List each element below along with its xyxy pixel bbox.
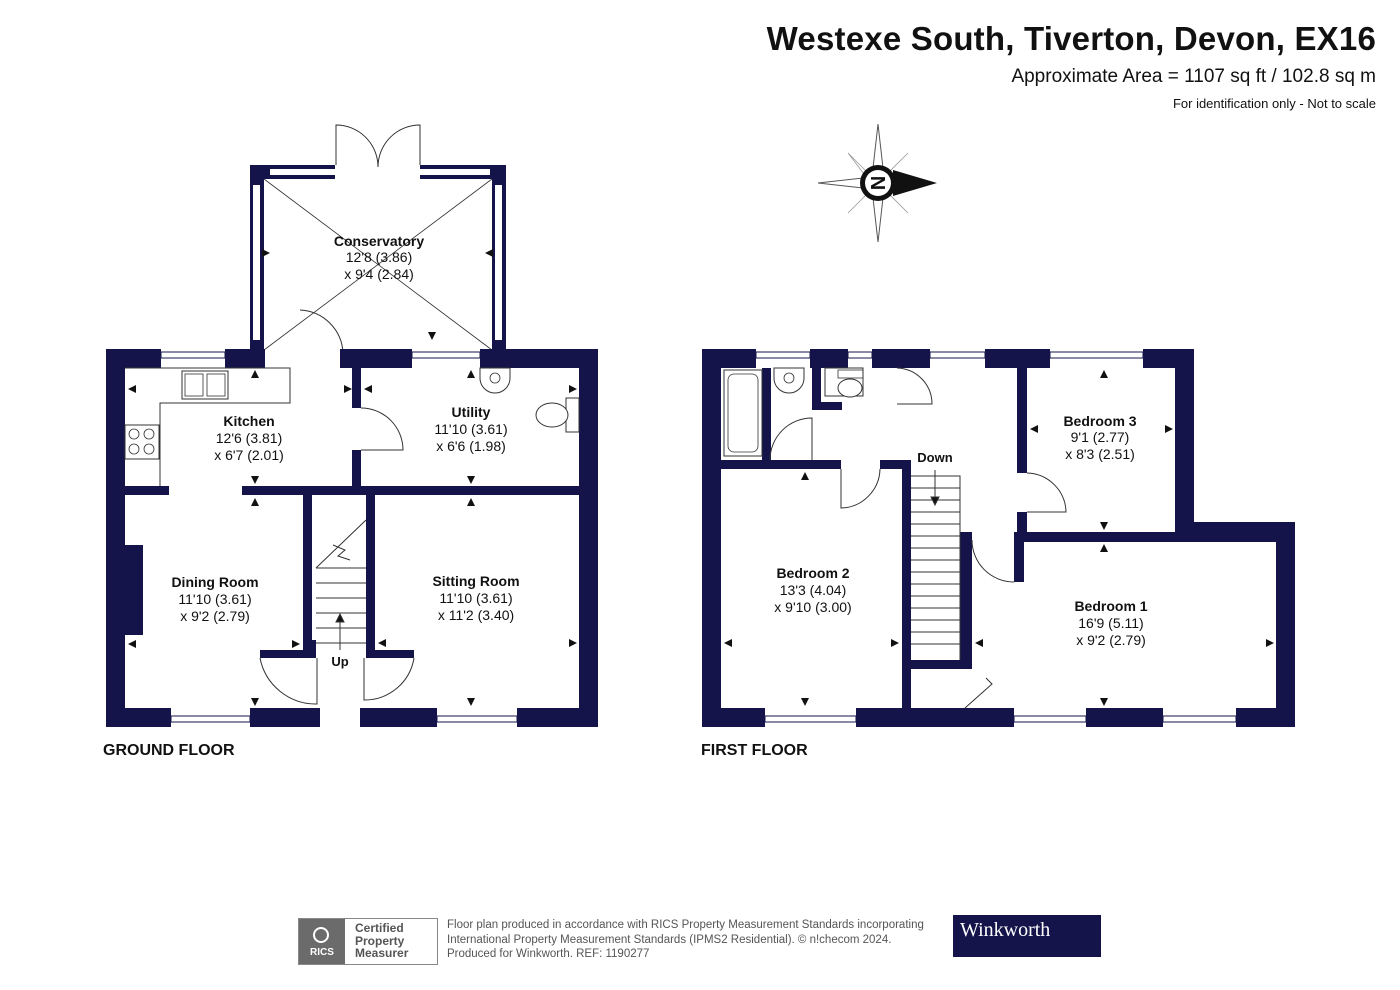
bedroom-2-label: Bedroom 2 — [776, 565, 849, 581]
dining-room-dim2: x 9'2 (2.79) — [180, 608, 250, 624]
rics-logo: RICS — [299, 919, 345, 964]
compass-icon: N — [817, 123, 937, 243]
footer-line-2: International Property Measurement Stand… — [447, 933, 892, 946]
utility-dim2: x 6'6 (1.98) — [436, 438, 506, 454]
ground-floor-plan — [106, 124, 598, 727]
rics-line-3: Measurer — [355, 946, 409, 960]
bedroom-1-dim2: x 9'2 (2.79) — [1076, 632, 1146, 648]
bedroom-2-dim1: 13'3 (4.04) — [780, 582, 847, 598]
bedroom-1-label: Bedroom 1 — [1074, 598, 1147, 614]
bedroom-3-label: Bedroom 3 — [1063, 413, 1136, 429]
rics-logo-text: RICS — [310, 947, 334, 958]
rics-badge: RICS Certified Property Measurer — [298, 918, 438, 965]
dining-room-dim1: 11'10 (3.61) — [178, 591, 251, 607]
rics-line-1: Certified — [355, 921, 404, 935]
rics-line-2: Property — [355, 933, 405, 948]
kitchen-label: Kitchen — [223, 413, 274, 429]
conservatory-dim1: 12'8 (3.86) — [346, 249, 413, 265]
utility-dim1: 11'10 (3.61) — [434, 421, 507, 437]
dimension-arrows — [128, 249, 1274, 706]
ground-floor-label: GROUND FLOOR — [103, 742, 235, 759]
brand-logo: Winkworth — [953, 915, 1101, 957]
first-floor-label: FIRST FLOOR — [701, 742, 808, 759]
conservatory-label: Conservatory — [334, 233, 424, 249]
page-title: Westexe South, Tiverton, Devon, EX16 — [766, 20, 1376, 57]
kitchen-dim1: 12'6 (3.81) — [216, 430, 283, 446]
area-summary: Approximate Area = 1107 sq ft / 102.8 sq… — [1011, 66, 1376, 87]
bedroom-3-dim2: x 8'3 (2.51) — [1065, 446, 1135, 462]
disclaimer-note: For identification only - Not to scale — [1172, 96, 1376, 111]
dining-room-label: Dining Room — [171, 574, 258, 590]
sitting-room-label: Sitting Room — [432, 573, 519, 589]
footer-disclaimer: Floor plan produced in accordance with R… — [447, 918, 957, 962]
bedroom-2-dim2: x 9'10 (3.00) — [774, 599, 851, 615]
footer-line-3: Produced for Winkworth. REF: 1190277 — [447, 948, 650, 960]
stairs-down-label: Down — [917, 450, 952, 465]
bedroom-1-dim1: 16'9 (5.11) — [1078, 615, 1143, 631]
conservatory-dim2: x 9'4 (2.84) — [344, 266, 414, 282]
utility-label: Utility — [452, 404, 491, 420]
compass-label: N — [866, 176, 888, 190]
footer-line-1: Floor plan produced in accordance with R… — [447, 919, 924, 931]
first-floor-plan — [702, 349, 1295, 727]
sitting-room-dim2: x 11'2 (3.40) — [438, 607, 514, 623]
kitchen-dim2: x 6'7 (2.01) — [214, 447, 284, 463]
bedroom-3-dim1: 9'1 (2.77) — [1071, 429, 1130, 445]
stairs-up-label: Up — [331, 654, 348, 669]
sitting-room-dim1: 11'10 (3.61) — [439, 590, 512, 606]
